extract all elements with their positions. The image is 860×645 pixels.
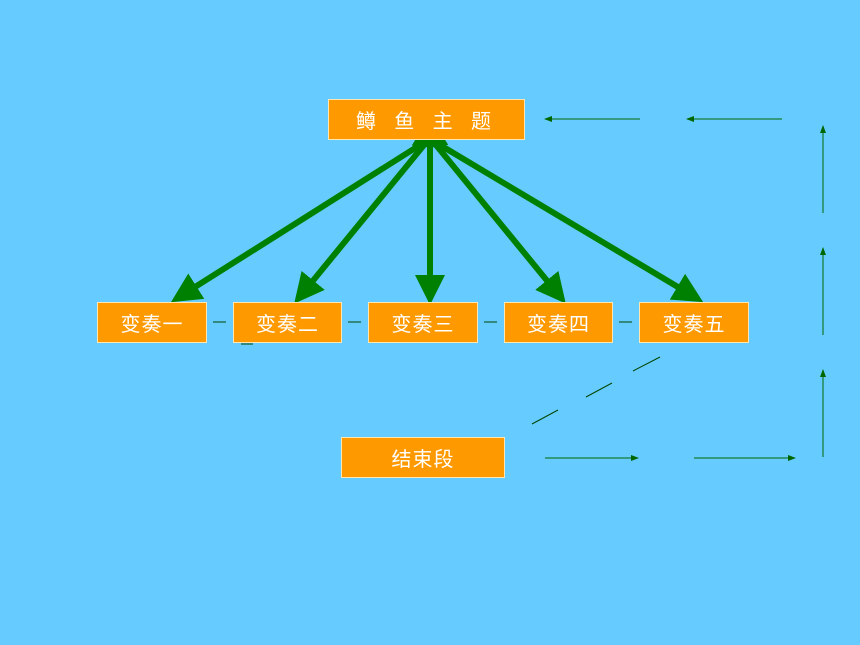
- arrow-theme-v5: [411, 119, 704, 303]
- variation-5-box: 变奏五: [639, 302, 749, 343]
- variation-1-box: 变奏一: [97, 302, 207, 343]
- variation-2-box: 变奏二: [233, 302, 342, 343]
- diagonal-dash-1: [632, 356, 661, 372]
- ending-box: 结束段: [341, 437, 505, 478]
- variation-4-box: 变奏四: [504, 302, 613, 343]
- theme-box: 鳟 鱼 主 题: [328, 99, 525, 140]
- variation-3-box: 变奏三: [368, 302, 478, 343]
- diagonal-dash-2: [585, 382, 613, 398]
- arrow-theme-v1: [170, 119, 449, 303]
- arrow-theme-v4: [409, 116, 566, 304]
- diagonal-dash-3: [531, 409, 559, 425]
- arrow-theme-v2: [294, 116, 451, 304]
